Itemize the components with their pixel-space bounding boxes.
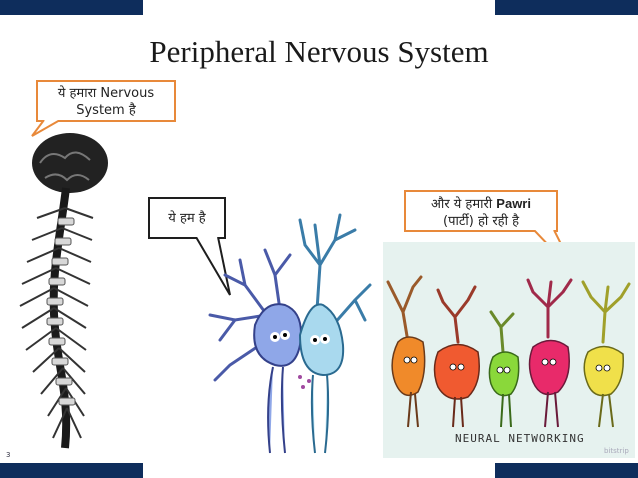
bubble-line-1: ये हमारा Nervous	[57, 86, 155, 101]
bubble-tail-2	[195, 237, 231, 296]
bubble-tail-1	[31, 120, 61, 137]
bubble-line-1-bold: Pawri	[496, 196, 531, 211]
bubble-line-2: (पार्टी) हो रही है	[443, 214, 519, 229]
cartoon-watermark: bitstrip	[604, 447, 629, 455]
spine-nervous-system-illustration	[19, 133, 108, 449]
top-right-bar	[495, 0, 638, 15]
bottom-right-bar	[495, 463, 638, 478]
nervous-system-speech-bubble: ये हमारा Nervous System है	[36, 80, 176, 122]
top-left-bar	[0, 0, 143, 15]
bubble-text: ये हम है	[168, 211, 206, 226]
neural-networking-cartoon	[383, 242, 635, 458]
bubble-line-1-prefix: और ये हमारी	[431, 197, 497, 212]
cartoon-caption: NEURAL NETWORKING	[455, 432, 585, 445]
bubble-line-1: और ये हमारी Pawri	[406, 195, 556, 213]
blue-neurons-hugging-illustration	[208, 213, 372, 454]
bottom-left-bar	[0, 463, 143, 478]
slide-title: Peripheral Nervous System	[149, 34, 489, 69]
party-speech-bubble: और ये हमारी Pawri (पार्टी) हो रही है	[404, 190, 558, 232]
bubble-line-2: System है	[76, 103, 136, 118]
neurons-speech-bubble: ये हम है	[148, 197, 226, 239]
slide-number: 3	[6, 451, 11, 459]
